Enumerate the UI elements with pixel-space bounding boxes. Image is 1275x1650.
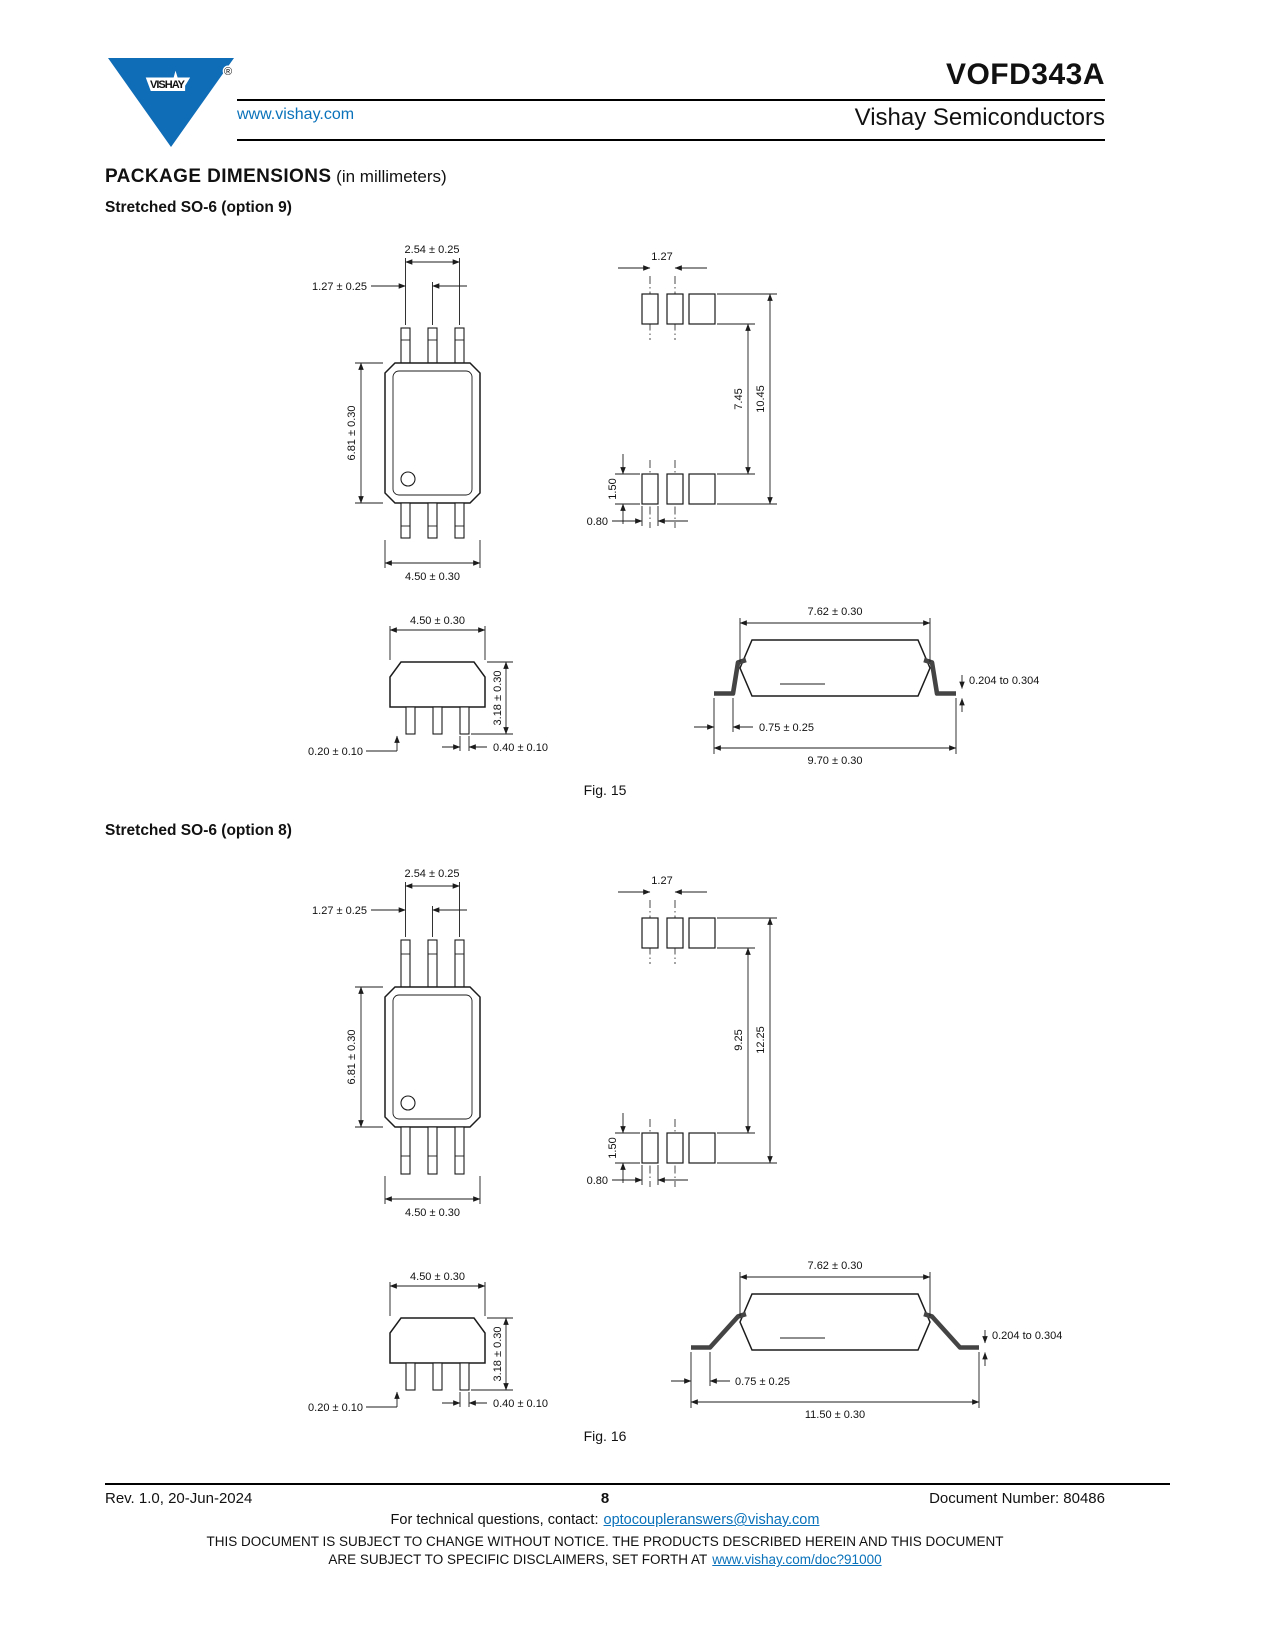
dim-label-pad-width: 0.80 <box>587 1175 608 1187</box>
dim-label-front-width: 4.50 ± 0.30 <box>410 615 465 627</box>
footer-meta: Rev. 1.0, 20-Jun-2024 8 Document Number:… <box>105 1490 1105 1508</box>
figure-16-drawing: 2.54 ± 0.25 1.27 ± 0.25 6.81 ± 0.30 4.50… <box>308 868 1062 1421</box>
dim-label-pad-outer-span: 10.45 <box>755 385 767 413</box>
section-heading-option8: Stretched SO-6 (option 8) <box>105 822 292 839</box>
disclaimer-doc-link[interactable]: www.vishay.com/doc?91000 <box>712 1552 882 1567</box>
dim-label-pad-length: 1.50 <box>607 1137 619 1158</box>
dim-label-pad-outer-span: 12.25 <box>755 1026 767 1054</box>
header-rule-bottom <box>237 139 1105 141</box>
page-title: PACKAGE DIMENSIONS (in millimeters) <box>105 166 447 188</box>
dim-label-lead-thickness: 0.20 ± 0.10 <box>308 746 363 758</box>
front-view: 4.50 ± 0.30 3.18 ± 0.30 0.20 ± 0.10 0.40… <box>308 1271 548 1414</box>
vishay-triangle-icon <box>108 58 234 147</box>
dim-label-body-height: 6.81 ± 0.30 <box>346 1030 358 1085</box>
contact-email-link[interactable]: optocoupleranswers@vishay.com <box>603 1512 820 1528</box>
vishay-wordmark: VISHAY <box>150 79 186 91</box>
pad-layout-view: 1.27 7.45 10.45 1.50 0.80 <box>587 251 777 528</box>
dim-label-front-height: 3.18 ± 0.30 <box>492 671 504 726</box>
dim-label-overall-length: 9.70 ± 0.30 <box>808 755 863 767</box>
dim-label-pad-pitch: 1.27 <box>651 875 672 887</box>
page-title-main: PACKAGE DIMENSIONS <box>105 166 332 187</box>
vishay-logo-graphic: VISHAY ® <box>108 58 234 147</box>
dim-label-lead-thickness: 0.20 ± 0.10 <box>308 1402 363 1414</box>
contact-prefix: For technical questions, contact: <box>390 1512 599 1528</box>
pad-layout-view: 1.27 9.25 12.25 1.50 0.80 <box>587 875 777 1187</box>
figure-caption-15: Fig. 15 <box>583 782 627 798</box>
dim-label-lead-gauge: 0.204 to 0.304 <box>969 675 1039 687</box>
pin1-marker <box>400 471 416 487</box>
right-lead <box>923 1311 979 1350</box>
dim-label-body-width: 4.50 ± 0.30 <box>405 1207 460 1219</box>
vishay-logo: VISHAY ® <box>105 54 237 155</box>
dim-label-pad-pitch: 1.27 <box>651 251 672 263</box>
dim-label-front-width: 4.50 ± 0.30 <box>410 1271 465 1283</box>
disclaimer-line-2-text: ARE SUBJECT TO SPECIFIC DISCLAIMERS, SET… <box>328 1552 708 1567</box>
page-number: 8 <box>600 1490 610 1507</box>
dim-label-body-length: 7.62 ± 0.30 <box>808 606 863 618</box>
top-view: 2.54 ± 0.25 1.27 ± 0.25 6.81 ± 0.30 4.50… <box>312 868 481 1219</box>
left-lead <box>691 1311 747 1350</box>
document-number: Document Number: 80486 <box>929 1490 1105 1507</box>
section-heading-option9: Stretched SO-6 (option 9) <box>105 199 292 216</box>
dim-label-pad-width: 0.80 <box>587 516 608 528</box>
registered-mark: ® <box>224 66 232 78</box>
revision-text: Rev. 1.0, 20-Jun-2024 <box>105 1490 253 1507</box>
dim-label-body-width: 4.50 ± 0.30 <box>405 571 460 583</box>
figure-15-drawing: 2.54 ± 0.25 1.27 ± 0.25 6.81 ± 0.30 4.50… <box>308 244 1039 767</box>
right-lead <box>923 657 956 696</box>
part-number: VOFD343A <box>945 58 1105 91</box>
dim-label-lead-gauge: 0.204 to 0.304 <box>992 1330 1062 1342</box>
dim-label-lead-pitch: 1.27 ± 0.25 <box>312 281 367 293</box>
dim-label-overall-length: 11.50 ± 0.30 <box>805 1409 865 1421</box>
dim-label-lead-pitch-outer: 2.54 ± 0.25 <box>405 868 460 880</box>
front-view: 4.50 ± 0.30 3.18 ± 0.30 0.20 ± 0.10 0.40… <box>308 615 548 758</box>
dim-label-pad-length: 1.50 <box>607 478 619 499</box>
disclaimer-line-2: ARE SUBJECT TO SPECIFIC DISCLAIMERS, SET… <box>105 1552 1105 1567</box>
dim-label-front-height: 3.18 ± 0.30 <box>492 1327 504 1382</box>
dim-label-lead-width: 0.40 ± 0.10 <box>493 1398 548 1410</box>
top-view: 2.54 ± 0.25 1.27 ± 0.25 6.81 ± 0.30 4.50… <box>312 244 481 583</box>
dim-label-lead-pitch: 1.27 ± 0.25 <box>312 905 367 917</box>
dim-label-foot-length: 0.75 ± 0.25 <box>735 1376 790 1388</box>
footer-rule <box>105 1483 1170 1485</box>
side-view: 7.62 ± 0.30 0.204 to 0.304 0.75 ± 0.25 1… <box>671 1260 1062 1421</box>
side-view: 7.62 ± 0.30 0.204 to 0.304 0.75 ± 0.25 9… <box>694 606 1039 767</box>
dim-label-lead-pitch-outer: 2.54 ± 0.25 <box>405 244 460 256</box>
figure-caption-16: Fig. 16 <box>583 1428 627 1444</box>
dim-label-lead-width: 0.40 ± 0.10 <box>493 742 548 754</box>
left-lead <box>714 657 747 696</box>
disclaimer-line-1: THIS DOCUMENT IS SUBJECT TO CHANGE WITHO… <box>206 1534 1004 1549</box>
division-name: Vishay Semiconductors <box>854 104 1105 131</box>
page-title-suffix: (in millimeters) <box>331 167 447 186</box>
dim-label-body-height: 6.81 ± 0.30 <box>346 406 358 461</box>
header-rule-top <box>237 99 1105 101</box>
dim-label-pad-inner-span: 7.45 <box>733 388 745 409</box>
footer-contact: For technical questions, contact:optocou… <box>105 1512 1105 1528</box>
dim-label-body-length: 7.62 ± 0.30 <box>808 1260 863 1272</box>
dim-label-pad-inner-span: 9.25 <box>733 1029 745 1050</box>
website-link[interactable]: www.vishay.com <box>237 106 355 123</box>
pin1-marker <box>400 1095 416 1111</box>
dim-label-foot-length: 0.75 ± 0.25 <box>759 722 814 734</box>
